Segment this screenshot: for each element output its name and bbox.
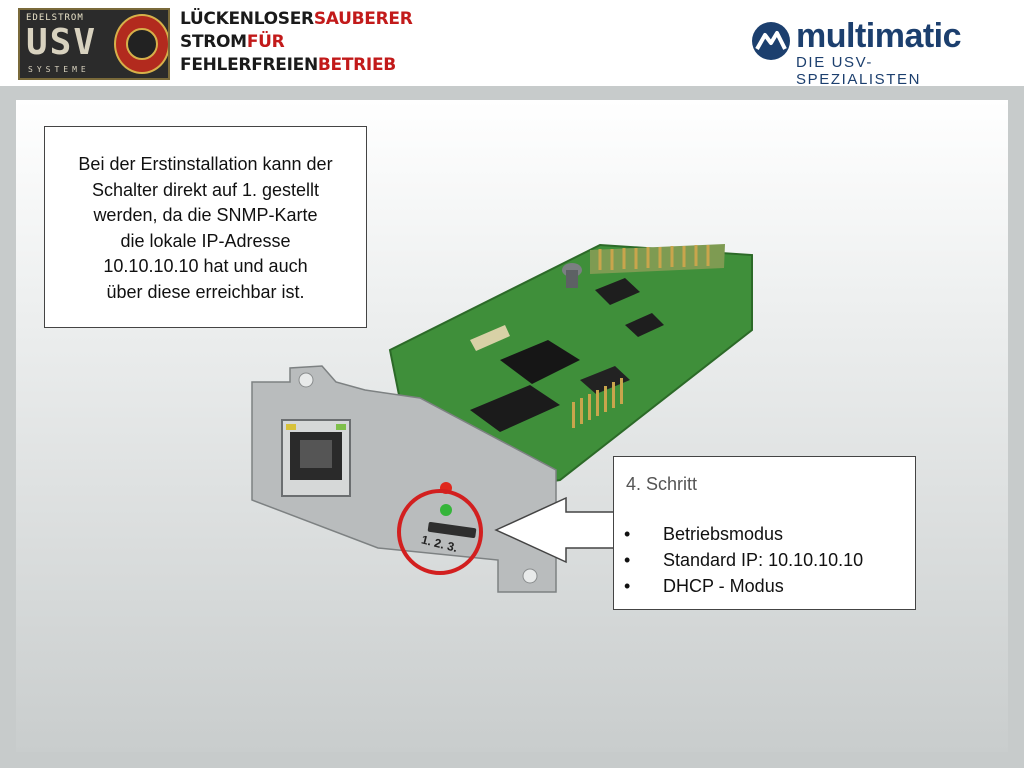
- edelstrom-usv-logo: EDELSTROM USV SYSTEME: [18, 8, 170, 80]
- tagline: LÜCKENLOSERSAUBERER STROMFÜR FEHLERFREIE…: [180, 8, 413, 77]
- note-line: die lokale IP-Adresse: [120, 230, 291, 251]
- multimatic-brand-name: multimatic: [796, 17, 962, 55]
- bullet: •: [624, 550, 631, 570]
- multimatic-logo: multimatic DIE USV-SPEZIALISTEN: [752, 17, 992, 88]
- note-line: Bei der Erstinstallation kann der: [78, 154, 333, 174]
- header: EDELSTROM USV SYSTEME LÜCKENLOSERSAUBERE…: [0, 0, 1024, 88]
- tagline-line-2: STROMFÜR: [180, 32, 285, 52]
- logo-brand-main: USV: [26, 22, 98, 63]
- mountain-logo-icon: [752, 22, 790, 60]
- list-item: • Standard IP: 10.10.10.10: [614, 547, 863, 573]
- step-box: 4. Schritt • Betriebsmodus • Standard IP: …: [613, 456, 916, 610]
- list-item: • DHCP - Modus: [614, 573, 863, 599]
- note-line: Schalter direkt auf 1. gestellt: [91, 179, 320, 200]
- multimatic-subtitle: DIE USV-SPEZIALISTEN: [796, 54, 922, 88]
- slide-background: [0, 86, 1024, 768]
- list-item-text: DHCP - Modus: [663, 576, 784, 596]
- note-line: werden, da die SNMP-Karte: [93, 205, 318, 225]
- list-item-text: Betriebsmodus: [663, 524, 784, 544]
- tagline-line-1: LÜCKENLOSERSAUBERER: [180, 9, 413, 29]
- logo-brand-bottom: SYSTEME: [28, 65, 90, 74]
- bullet: •: [624, 524, 631, 544]
- note-line: über diese erreichbar ist.: [106, 281, 305, 302]
- note-line: 10.10.10.10 hat und auch: [103, 256, 308, 276]
- tagline-line-3: FEHLERFREIENBETRIEB: [180, 55, 396, 75]
- bullet: •: [624, 576, 631, 596]
- logo-brand-top: EDELSTROM: [26, 13, 84, 23]
- seal-center: [126, 28, 158, 60]
- step-list: • Betriebsmodus • Standard IP: 10.10.10.10…: [614, 521, 863, 599]
- list-item: • Betriebsmodus: [614, 521, 863, 547]
- step-title: 4. Schritt: [626, 474, 698, 494]
- list-item-text: Standard IP: 10.10.10.10: [663, 550, 864, 570]
- installation-note: Bei der Erstinstallation kann der Schalt…: [44, 126, 367, 328]
- warranty-seal-icon: [114, 14, 168, 74]
